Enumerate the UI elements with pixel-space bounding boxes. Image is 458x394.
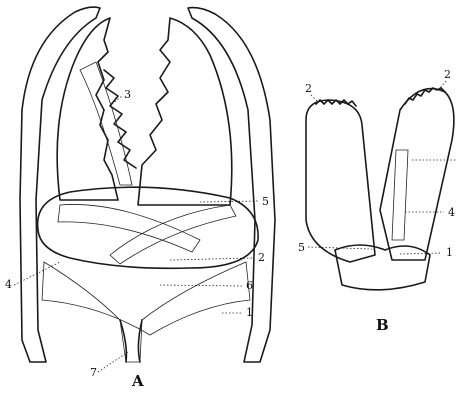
- label-b-2b: 2: [444, 68, 451, 81]
- panel-a-letter: A: [131, 372, 144, 390]
- jaw-left: [57, 18, 118, 200]
- strand-b: [392, 150, 408, 240]
- label-b-4: 4: [448, 206, 455, 219]
- label-b-5: 5: [298, 241, 305, 254]
- lobe-right: [380, 89, 454, 260]
- label-a-3: 3: [124, 88, 131, 101]
- jaw-right: [138, 18, 232, 205]
- outer-wall-left: [20, 7, 100, 362]
- funnel: [42, 262, 250, 362]
- label-a-5: 5: [262, 195, 269, 208]
- panel-a: 3 5 2 6 1 4 7 A: [5, 7, 275, 390]
- label-b-2a: 2: [305, 82, 312, 95]
- panel-b: 2 2 4 5 1 B: [298, 68, 456, 334]
- teeth-edge: [104, 70, 136, 168]
- label-a-2: 2: [258, 251, 265, 264]
- base-b: [335, 245, 430, 290]
- panel-b-letter: B: [376, 316, 389, 334]
- muscle-3: [80, 62, 132, 185]
- label-a-7: 7: [90, 366, 97, 379]
- label-a-6: 6: [246, 279, 253, 292]
- label-a-1: 1: [246, 306, 253, 319]
- label-a-4: 4: [5, 278, 12, 291]
- lobe-left: [306, 100, 375, 262]
- muscle-cross-a: [58, 204, 200, 252]
- muscle-cross-b: [110, 205, 236, 264]
- label-b-1: 1: [446, 246, 453, 259]
